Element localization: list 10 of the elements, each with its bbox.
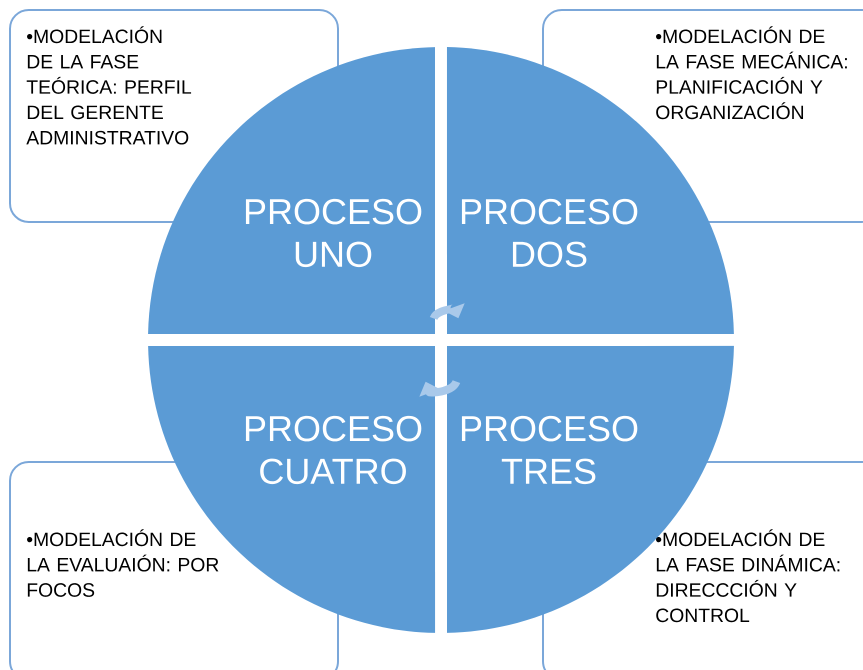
quadrant-label: PROCESO TRES	[462, 416, 638, 484]
bullet-text: •MODELACIÓN DE LA FASE TEÓRICA: PERFIL DEL GERENTE ADMINISTRATIVO	[26, 26, 192, 145]
cycle-arrow	[430, 303, 465, 322]
quadrant-label: PROCESO CUATRO	[246, 416, 422, 484]
bullet-text: •MODELACIÓN DE LA FASE MECÁNICA: PLANIFICACIÓN Y ORGANIZACIÓN	[656, 26, 847, 120]
bullet-text: •MODELACIÓN DE LA FASE DINÁMICA: DIRECCCIÓN Y CONTROL	[656, 529, 840, 622]
quadrant-label: PROCESO UNO	[246, 198, 422, 268]
cycle-arrow	[419, 378, 460, 397]
quadrant-label: PROCESO DOS	[462, 198, 638, 268]
bullet-text: •MODELACIÓN DE LA EVALUAIÓN: POR FOCOS	[27, 529, 218, 597]
